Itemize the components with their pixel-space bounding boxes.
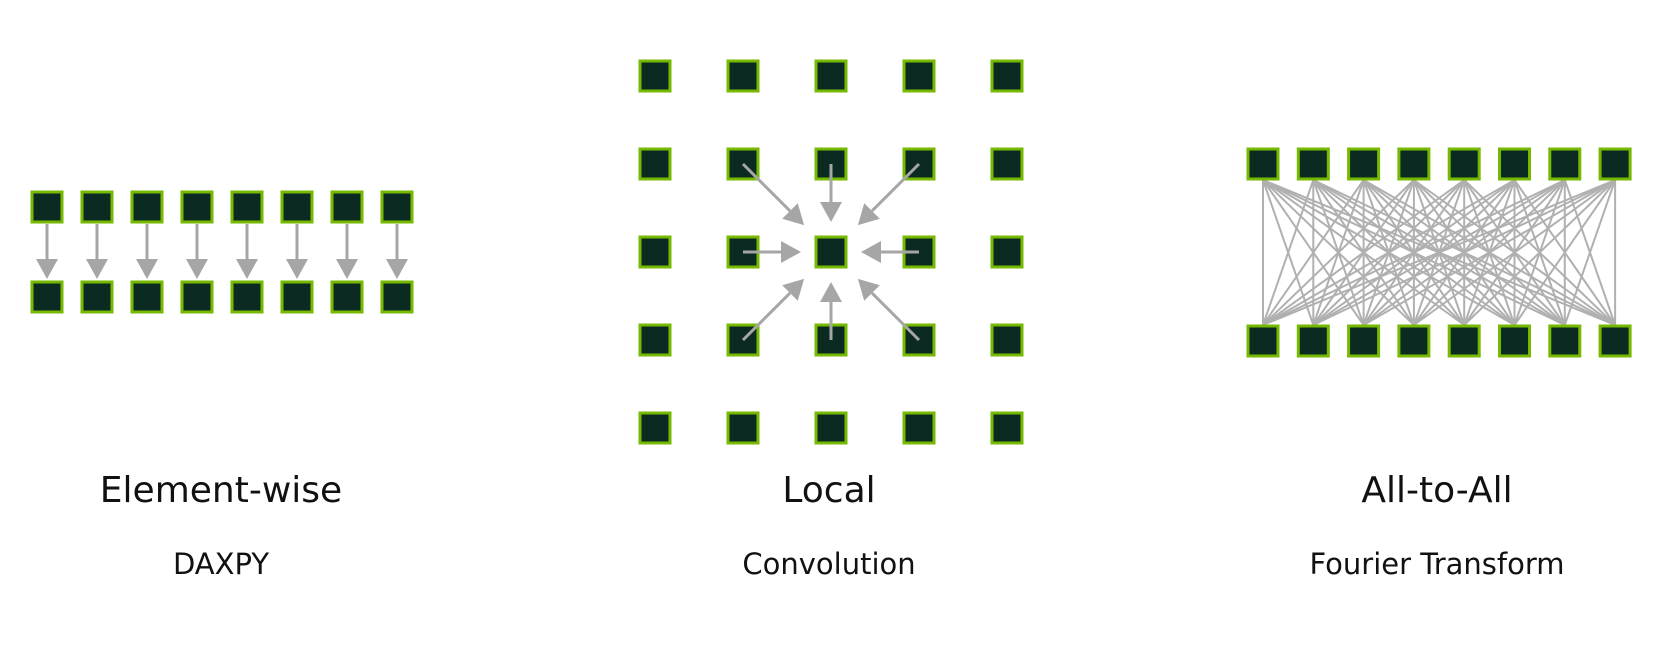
all-to-all-connection xyxy=(1262,179,1415,326)
local-arrow-s xyxy=(820,282,842,340)
element-wise-output-cell xyxy=(30,280,64,314)
all-to-all-input-cell xyxy=(1246,147,1280,181)
element-wise-input-cell xyxy=(130,190,164,224)
all-to-all-input-cell xyxy=(1347,147,1381,181)
element-wise-output-cell xyxy=(130,280,164,314)
element-wise-arrow xyxy=(86,224,108,279)
local-arrow-w xyxy=(743,241,801,263)
all-to-all-input-cell xyxy=(1296,147,1330,181)
local-grid-cell xyxy=(902,411,936,445)
all-to-all-connection xyxy=(1513,179,1616,326)
element-wise-input-cell xyxy=(280,190,314,224)
all-to-all-input-cell xyxy=(1598,147,1632,181)
local-arrow-n xyxy=(820,164,842,222)
element-wise-output-cell xyxy=(280,280,314,314)
element-wise-output-cell xyxy=(180,280,214,314)
element-wise-output-cell xyxy=(380,280,414,314)
local-grid-cell xyxy=(902,59,936,93)
all-to-all-connection xyxy=(1463,179,1616,326)
element-wise-arrow xyxy=(286,224,308,279)
all-to-all-connection xyxy=(1262,179,1616,326)
element-wise-title: Element-wise xyxy=(99,470,343,511)
local-grid-cell xyxy=(726,59,760,93)
element-wise-output-cell xyxy=(80,280,114,314)
local-grid-cell xyxy=(638,59,672,93)
element-wise-input-cell xyxy=(330,190,364,224)
all-to-all-output-cell xyxy=(1296,324,1330,358)
local-pattern xyxy=(638,59,1024,445)
all-to-all-output-cell xyxy=(1397,324,1431,358)
element-wise-input-cell xyxy=(80,190,114,224)
all-to-all-connections xyxy=(1262,179,1617,326)
all-to-all-output-cell xyxy=(1598,324,1632,358)
local-arrow-e xyxy=(861,241,919,263)
all-to-all-output-cell xyxy=(1498,324,1531,358)
element-wise-arrow xyxy=(336,224,358,279)
element-wise-output-cell xyxy=(330,280,364,314)
all-to-all-output-cell xyxy=(1246,324,1280,358)
element-wise-example: DAXPY xyxy=(172,547,270,581)
all-to-all-output-cell xyxy=(1548,324,1582,358)
element-wise-arrow xyxy=(386,224,408,279)
local-arrow-sw xyxy=(741,278,805,342)
local-grid-cell xyxy=(814,59,848,93)
element-wise-input-cell xyxy=(180,190,214,224)
local-grid-cell xyxy=(638,235,672,269)
all-to-all-connection xyxy=(1262,179,1515,326)
all-to-all-connection xyxy=(1563,179,1617,326)
all-to-all-connection xyxy=(1262,179,1465,326)
local-grid-cell xyxy=(990,59,1024,93)
element-wise-input-cell xyxy=(230,190,264,224)
local-grid-cell xyxy=(814,235,848,269)
all-to-all-connection xyxy=(1312,179,1616,326)
element-wise-arrow xyxy=(186,224,208,279)
local-grid-cell xyxy=(990,323,1024,357)
all-to-all-input-cell xyxy=(1498,147,1531,181)
local-arrow-ne xyxy=(857,162,921,226)
element-wise-pattern xyxy=(30,190,414,314)
local-grid-cell xyxy=(814,411,848,445)
all-to-all-example: Fourier Transform xyxy=(1309,547,1565,581)
local-example: Convolution xyxy=(742,547,916,581)
element-wise-arrow xyxy=(236,224,258,279)
local-grid-cell xyxy=(990,235,1024,269)
element-wise-output-cell xyxy=(230,280,264,314)
all-to-all-input-cell xyxy=(1548,147,1582,181)
local-grid-cell xyxy=(638,323,672,357)
local-grid-cell xyxy=(638,411,672,445)
all-to-all-input-cell xyxy=(1447,147,1481,181)
all-to-all-title: All-to-All xyxy=(1361,470,1513,511)
all-to-all-output-cell xyxy=(1347,324,1381,358)
local-grid-cell xyxy=(638,147,672,181)
all-to-all-connection xyxy=(1363,179,1616,326)
element-wise-input-cell xyxy=(30,190,64,224)
all-to-all-connection xyxy=(1262,179,1315,326)
local-title: Local xyxy=(782,470,876,511)
element-wise-arrow xyxy=(36,224,58,279)
local-grid-cell xyxy=(990,147,1024,181)
all-to-all-connection xyxy=(1262,179,1566,326)
local-arrow-se xyxy=(857,278,921,342)
local-arrow-nw xyxy=(741,162,805,226)
all-to-all-input-cell xyxy=(1397,147,1431,181)
all-to-all-connection xyxy=(1262,179,1365,326)
element-wise-input-cell xyxy=(380,190,414,224)
local-grid-cell xyxy=(726,411,760,445)
all-to-all-connection xyxy=(1413,179,1616,326)
local-grid-cell xyxy=(990,411,1024,445)
all-to-all-output-cell xyxy=(1447,324,1481,358)
element-wise-arrow xyxy=(136,224,158,279)
all-to-all-pattern xyxy=(1246,147,1632,358)
